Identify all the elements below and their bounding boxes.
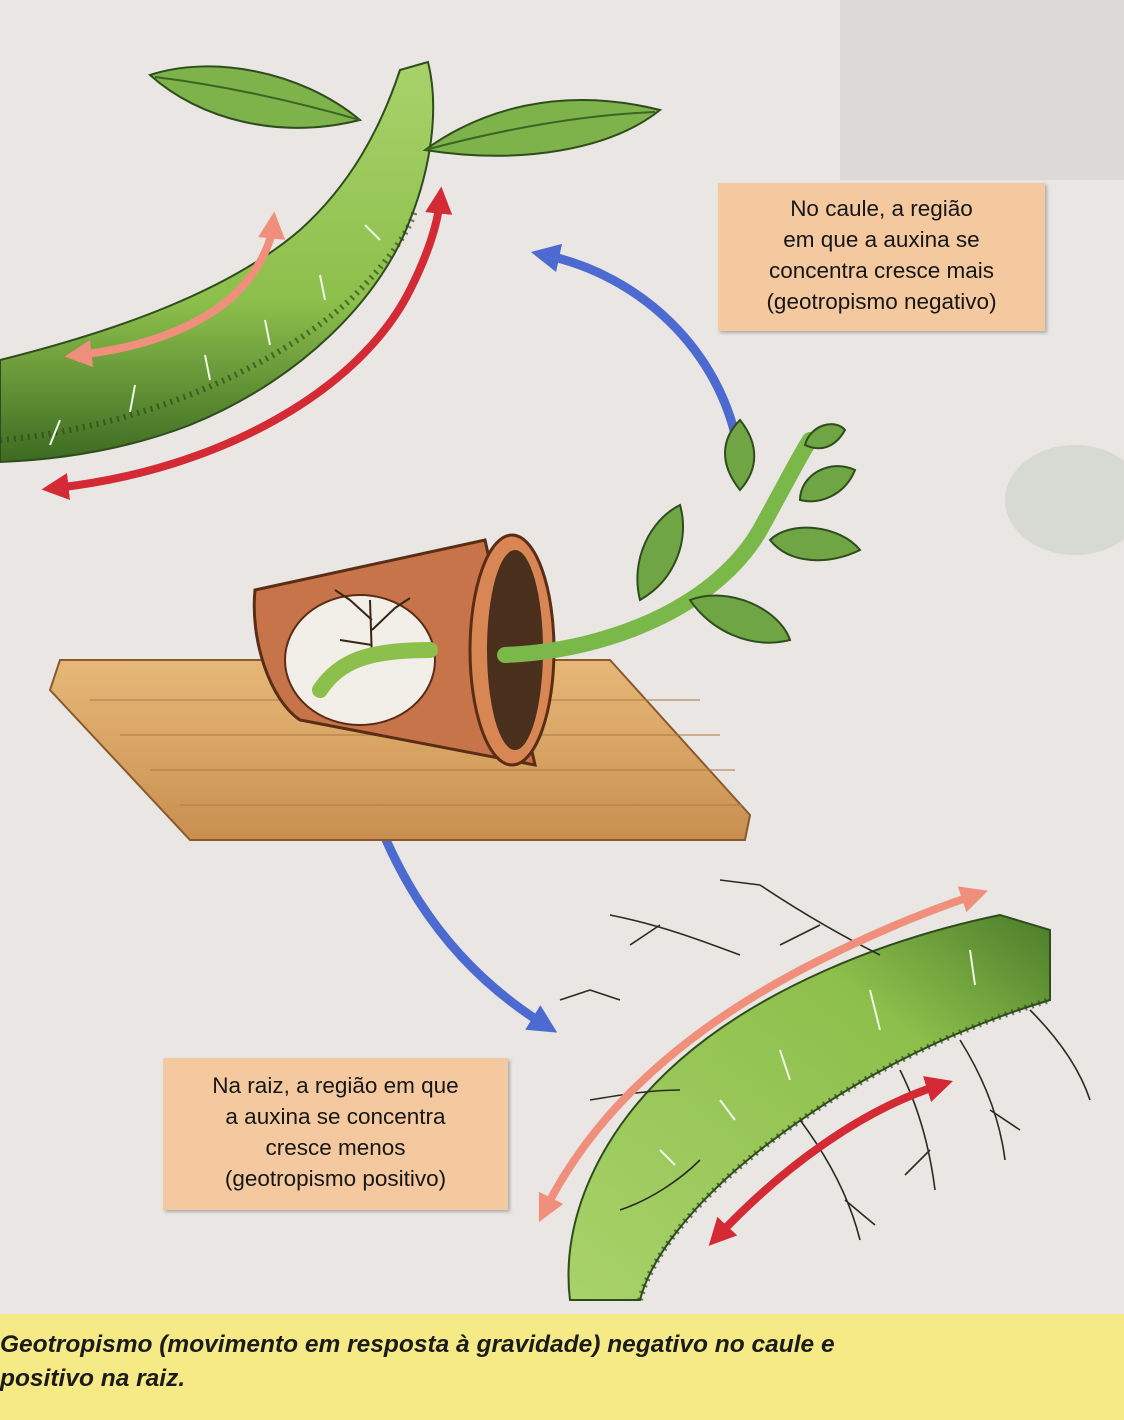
seedling-leaf-4 bbox=[724, 418, 756, 492]
stem-red-arrow bbox=[41, 186, 453, 501]
root-salmon-arrow bbox=[538, 886, 988, 1223]
stem-salmon-arrow bbox=[64, 211, 286, 368]
caption-line: Geotropismo (movimento em resposta à gra… bbox=[0, 1331, 835, 1358]
stem-label-line: (geotropismo negativo) bbox=[766, 289, 997, 314]
root-red-arrow bbox=[708, 1076, 953, 1246]
seedling-leaf-1 bbox=[688, 594, 792, 644]
stem-leaf-right bbox=[422, 99, 663, 157]
seedling-stem bbox=[497, 432, 818, 663]
stem-leaf-left bbox=[148, 65, 363, 129]
root-label-line: (geotropismo positivo) bbox=[224, 1166, 447, 1191]
seedling-leaf-6 bbox=[803, 423, 847, 450]
seedling-leaf-5 bbox=[798, 465, 857, 503]
background-leaf-shape bbox=[1005, 445, 1124, 555]
root-label-box: Na raiz, a região em que a auxina se con… bbox=[163, 1058, 508, 1210]
wooden-board bbox=[48, 659, 752, 841]
background-page-tint bbox=[840, 0, 1124, 180]
stem-label-line: em que a auxina se bbox=[783, 227, 980, 252]
root-label-line: cresce menos bbox=[265, 1135, 406, 1160]
seedling-leaf-3 bbox=[768, 526, 862, 562]
root-label-line: a auxina se concentra bbox=[225, 1104, 446, 1129]
stem-label-line: No caule, a região bbox=[790, 196, 973, 221]
potted-plant bbox=[48, 418, 862, 841]
caption-line: positivo na raiz. bbox=[0, 1365, 186, 1392]
figure-caption: Geotropismo (movimento em resposta à gra… bbox=[0, 1314, 1124, 1420]
stem-label-line: concentra cresce mais bbox=[768, 258, 995, 283]
stem-label-box: No caule, a região em que a auxina se co… bbox=[718, 183, 1045, 331]
root-closeup bbox=[559, 879, 1091, 1301]
seedling-leaf-2 bbox=[636, 503, 685, 602]
pointer-arrow-to-stem bbox=[530, 243, 743, 449]
root-label-line: Na raiz, a região em que bbox=[212, 1073, 459, 1098]
